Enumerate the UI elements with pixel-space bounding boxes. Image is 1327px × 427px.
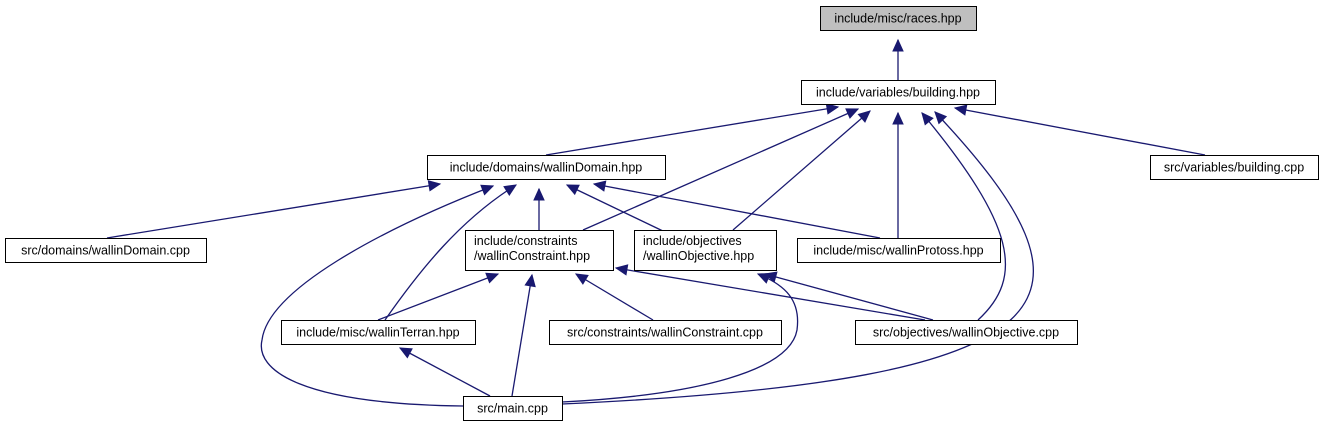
edge-line <box>582 108 859 231</box>
edge-wallinTerran_hpp-to-wallinConstraint_hpp <box>377 272 500 321</box>
edge-wallinTerran_hpp-to-wallinDomain_hpp <box>384 184 518 321</box>
edge-building_hpp-to-races <box>892 38 904 80</box>
arrowhead <box>533 187 545 201</box>
edge-wallinProtoss_hpp-to-wallinDomain_hpp <box>592 180 881 239</box>
node-races[interactable]: include/misc/races.hpp <box>820 6 977 31</box>
node-label: include/misc/wallinProtoss.hpp <box>813 244 983 258</box>
node-box <box>549 320 782 345</box>
node-wallinDomain-hpp[interactable]: include/domains/wallinDomain.hpp <box>427 155 666 180</box>
node-main-cpp[interactable]: src/main.cpp <box>463 396 563 421</box>
node-box <box>797 238 1001 263</box>
arrowhead <box>921 112 934 126</box>
arrowhead <box>480 184 495 196</box>
node-box <box>281 320 476 345</box>
edge-line <box>764 273 934 321</box>
node-label: include/objectives <box>643 234 742 248</box>
edge-line <box>384 184 517 321</box>
node-label: /wallinObjective.hpp <box>643 249 754 263</box>
edges-layer <box>106 38 1206 407</box>
node-wallinObjective-hpp[interactable]: include/objectives/wallinObjective.hpp <box>634 230 777 271</box>
edge-wallinObjective_cpp-to-building_hpp <box>921 112 1006 321</box>
edge-main_cpp-to-wallinConstraint_hpp <box>511 273 536 397</box>
arrowhead <box>398 347 413 359</box>
edge-wallinConstraint_cpp-to-wallinConstraint_hpp <box>574 273 654 321</box>
node-wallinDomain-cpp[interactable]: src/domains/wallinDomain.cpp <box>5 238 207 263</box>
edge-line <box>399 347 491 397</box>
nodes-layer: include/misc/races.hpp include/variables/… <box>5 6 1319 421</box>
edge-line <box>545 106 839 156</box>
edge-line <box>260 185 494 407</box>
node-wallinConstraint-cpp[interactable]: src/constraints/wallinConstraint.cpp <box>549 320 782 345</box>
arrowhead <box>892 38 904 52</box>
arrowhead <box>756 272 771 284</box>
edge-wallinObjective_hpp-to-building_hpp <box>732 110 871 231</box>
node-label: src/main.cpp <box>477 402 548 416</box>
node-label: src/objectives/wallinObjective.cpp <box>873 326 1059 340</box>
node-label: include/variables/building.hpp <box>816 86 980 100</box>
node-label: include/misc/wallinTerran.hpp <box>296 326 459 340</box>
node-label: src/domains/wallinDomain.cpp <box>21 244 190 258</box>
edge-line <box>561 273 799 403</box>
arrowhead <box>485 272 500 284</box>
arrowhead <box>524 273 536 288</box>
arrowhead <box>503 184 518 196</box>
edge-line <box>954 107 1206 156</box>
node-box <box>801 80 996 105</box>
edge-building_cpp-to-building_hpp <box>953 104 1206 156</box>
edge-line <box>377 273 499 321</box>
node-box <box>634 230 777 271</box>
edge-line <box>561 111 1034 405</box>
arrowhead <box>845 108 860 119</box>
edge-line <box>566 184 666 233</box>
node-box <box>5 238 207 263</box>
arrowhead <box>953 104 968 116</box>
edge-main_cpp-to-building_hpp <box>561 111 1034 405</box>
node-box <box>855 320 1078 345</box>
node-label: src/variables/building.cpp <box>1164 161 1304 175</box>
edge-main_cpp-to-wallinTerran_hpp <box>398 347 491 397</box>
arrowhead <box>592 180 607 192</box>
node-label: include/domains/wallinDomain.hpp <box>450 161 643 175</box>
edge-main_cpp-to-wallinDomain_hpp <box>260 184 495 407</box>
node-label: include/misc/races.hpp <box>834 12 961 26</box>
edge-wallinConstraint_hpp-to-wallinDomain_hpp <box>533 187 545 230</box>
edge-line <box>921 112 1006 321</box>
arrowhead <box>574 273 589 285</box>
edge-line <box>106 183 441 239</box>
edge-wallinDomain_cpp-to-wallinDomain_hpp <box>106 180 442 239</box>
node-label: src/constraints/wallinConstraint.cpp <box>567 326 763 340</box>
edge-wallinDomain_hpp-to-building_hpp <box>545 103 840 156</box>
node-label: include/constraints <box>474 234 578 248</box>
edge-wallinObjective_hpp-to-wallinDomain_hpp <box>565 184 666 233</box>
edge-line <box>732 110 871 231</box>
edge-wallinObjective_cpp-to-wallinConstraint_hpp <box>614 264 926 321</box>
edge-line <box>511 274 533 397</box>
node-box <box>1150 155 1319 180</box>
edge-line <box>575 273 654 321</box>
edge-line <box>593 183 881 239</box>
edge-wallinProtoss_hpp-to-building_hpp <box>892 111 904 238</box>
arrowhead <box>427 180 442 192</box>
node-wallinTerran-hpp[interactable]: include/misc/wallinTerran.hpp <box>281 320 476 345</box>
node-box <box>427 155 666 180</box>
node-wallinConstraint-hpp[interactable]: include/constraints/wallinConstraint.hpp <box>465 230 614 271</box>
edge-line <box>615 267 926 321</box>
arrowhead <box>565 184 580 196</box>
node-wallinProtoss-hpp[interactable]: include/misc/wallinProtoss.hpp <box>797 238 1001 263</box>
node-building-hpp[interactable]: include/variables/building.hpp <box>801 80 996 105</box>
arrowhead <box>934 111 948 125</box>
node-box <box>465 230 614 271</box>
node-building-cpp[interactable]: src/variables/building.cpp <box>1150 155 1319 180</box>
node-label: /wallinConstraint.hpp <box>474 249 590 263</box>
edge-wallinConstraint_hpp-to-building_hpp <box>582 108 860 231</box>
arrowhead <box>892 111 904 125</box>
node-wallinObjective-cpp[interactable]: src/objectives/wallinObjective.cpp <box>855 320 1078 345</box>
node-box <box>820 6 977 31</box>
arrowhead <box>614 264 629 276</box>
arrowhead <box>857 110 871 123</box>
edge-main_cpp-to-wallinObjective_hpp <box>561 272 799 403</box>
node-box <box>463 396 563 421</box>
arrowhead <box>825 103 840 115</box>
